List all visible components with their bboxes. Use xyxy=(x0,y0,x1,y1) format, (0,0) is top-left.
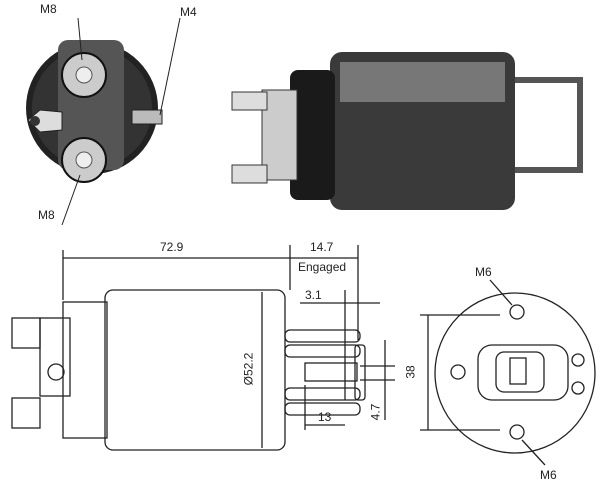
label-13: 13 xyxy=(318,410,332,424)
label-stroke: 14.7 xyxy=(310,240,334,254)
label-length: 72.9 xyxy=(160,240,184,254)
label-m6-top: M6 xyxy=(475,265,492,279)
label-m8-top: M8 xyxy=(40,2,57,16)
side-view-drawing xyxy=(11,245,395,451)
label-m4: M4 xyxy=(180,5,197,19)
label-diameter: Ø52.2 xyxy=(241,352,256,386)
label-engaged: Engaged xyxy=(298,260,347,274)
label-m6-bottom: M6 xyxy=(540,468,557,482)
label-m8-bottom: M8 xyxy=(38,208,55,222)
side-view-photo xyxy=(231,52,583,210)
label-3-1: 3.1 xyxy=(305,288,322,302)
end-view-drawing xyxy=(420,279,596,466)
label-38: 38 xyxy=(403,365,418,379)
label-4-7: 4.7 xyxy=(368,403,383,421)
end-view-photo xyxy=(26,17,181,226)
